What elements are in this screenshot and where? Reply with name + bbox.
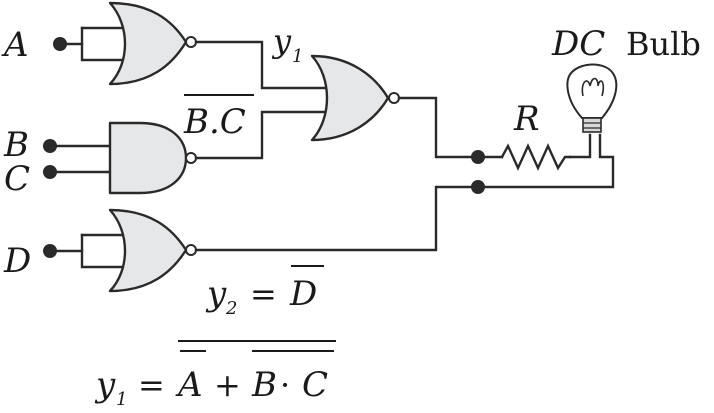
eq-y1-sub: 1 xyxy=(116,389,127,410)
eq-y2-lhs: y xyxy=(205,274,227,314)
output-wires xyxy=(194,96,615,252)
label-d: D xyxy=(3,241,31,281)
eq-y1-lhs: y xyxy=(94,365,116,405)
label-bc-bar: B.C xyxy=(183,102,246,142)
nor-gate-a-bubble xyxy=(185,36,197,48)
nand-gate-bubble xyxy=(185,152,197,164)
eq-y1-b: B xyxy=(251,365,277,405)
nor-gate-output-bubble xyxy=(388,92,400,104)
eq-y2-sub: 2 xyxy=(225,298,237,319)
bulb-icon xyxy=(566,63,618,133)
label-c: C xyxy=(4,159,30,199)
label-bulb-word: Bulb xyxy=(626,25,701,63)
eq-y1-plus: + xyxy=(214,366,241,404)
resistor xyxy=(500,143,572,171)
label-y1: y xyxy=(271,22,292,60)
eq-y1-eq: = xyxy=(138,366,165,404)
label-bulb-dc: DC xyxy=(551,24,605,64)
nor-gate-d xyxy=(108,208,188,293)
switch-terminal-top xyxy=(471,150,485,164)
nor-gate-output xyxy=(310,54,390,142)
intermediate-wires xyxy=(194,40,332,160)
equation-y2: y 2 = D xyxy=(205,265,324,319)
nor-gate-a xyxy=(108,1,188,86)
nor-gate-d-bubble xyxy=(185,244,197,256)
input-wires xyxy=(48,26,128,269)
eq-y1-dot: · xyxy=(280,366,290,404)
label-b: B xyxy=(3,125,29,165)
nand-gate-bc xyxy=(108,121,188,195)
label-resistor: R xyxy=(513,99,540,139)
eq-y1-c: C xyxy=(302,365,328,405)
label-a: A xyxy=(1,25,29,65)
eq-y2-eq: = xyxy=(250,275,277,313)
eq-y1-a: A xyxy=(175,365,203,405)
equation-y1: y 1 = A + B · C xyxy=(94,340,336,410)
switch-terminal-bottom xyxy=(471,180,485,194)
label-y1-sub: 1 xyxy=(292,46,303,67)
eq-y2-rhs: D xyxy=(289,274,317,314)
